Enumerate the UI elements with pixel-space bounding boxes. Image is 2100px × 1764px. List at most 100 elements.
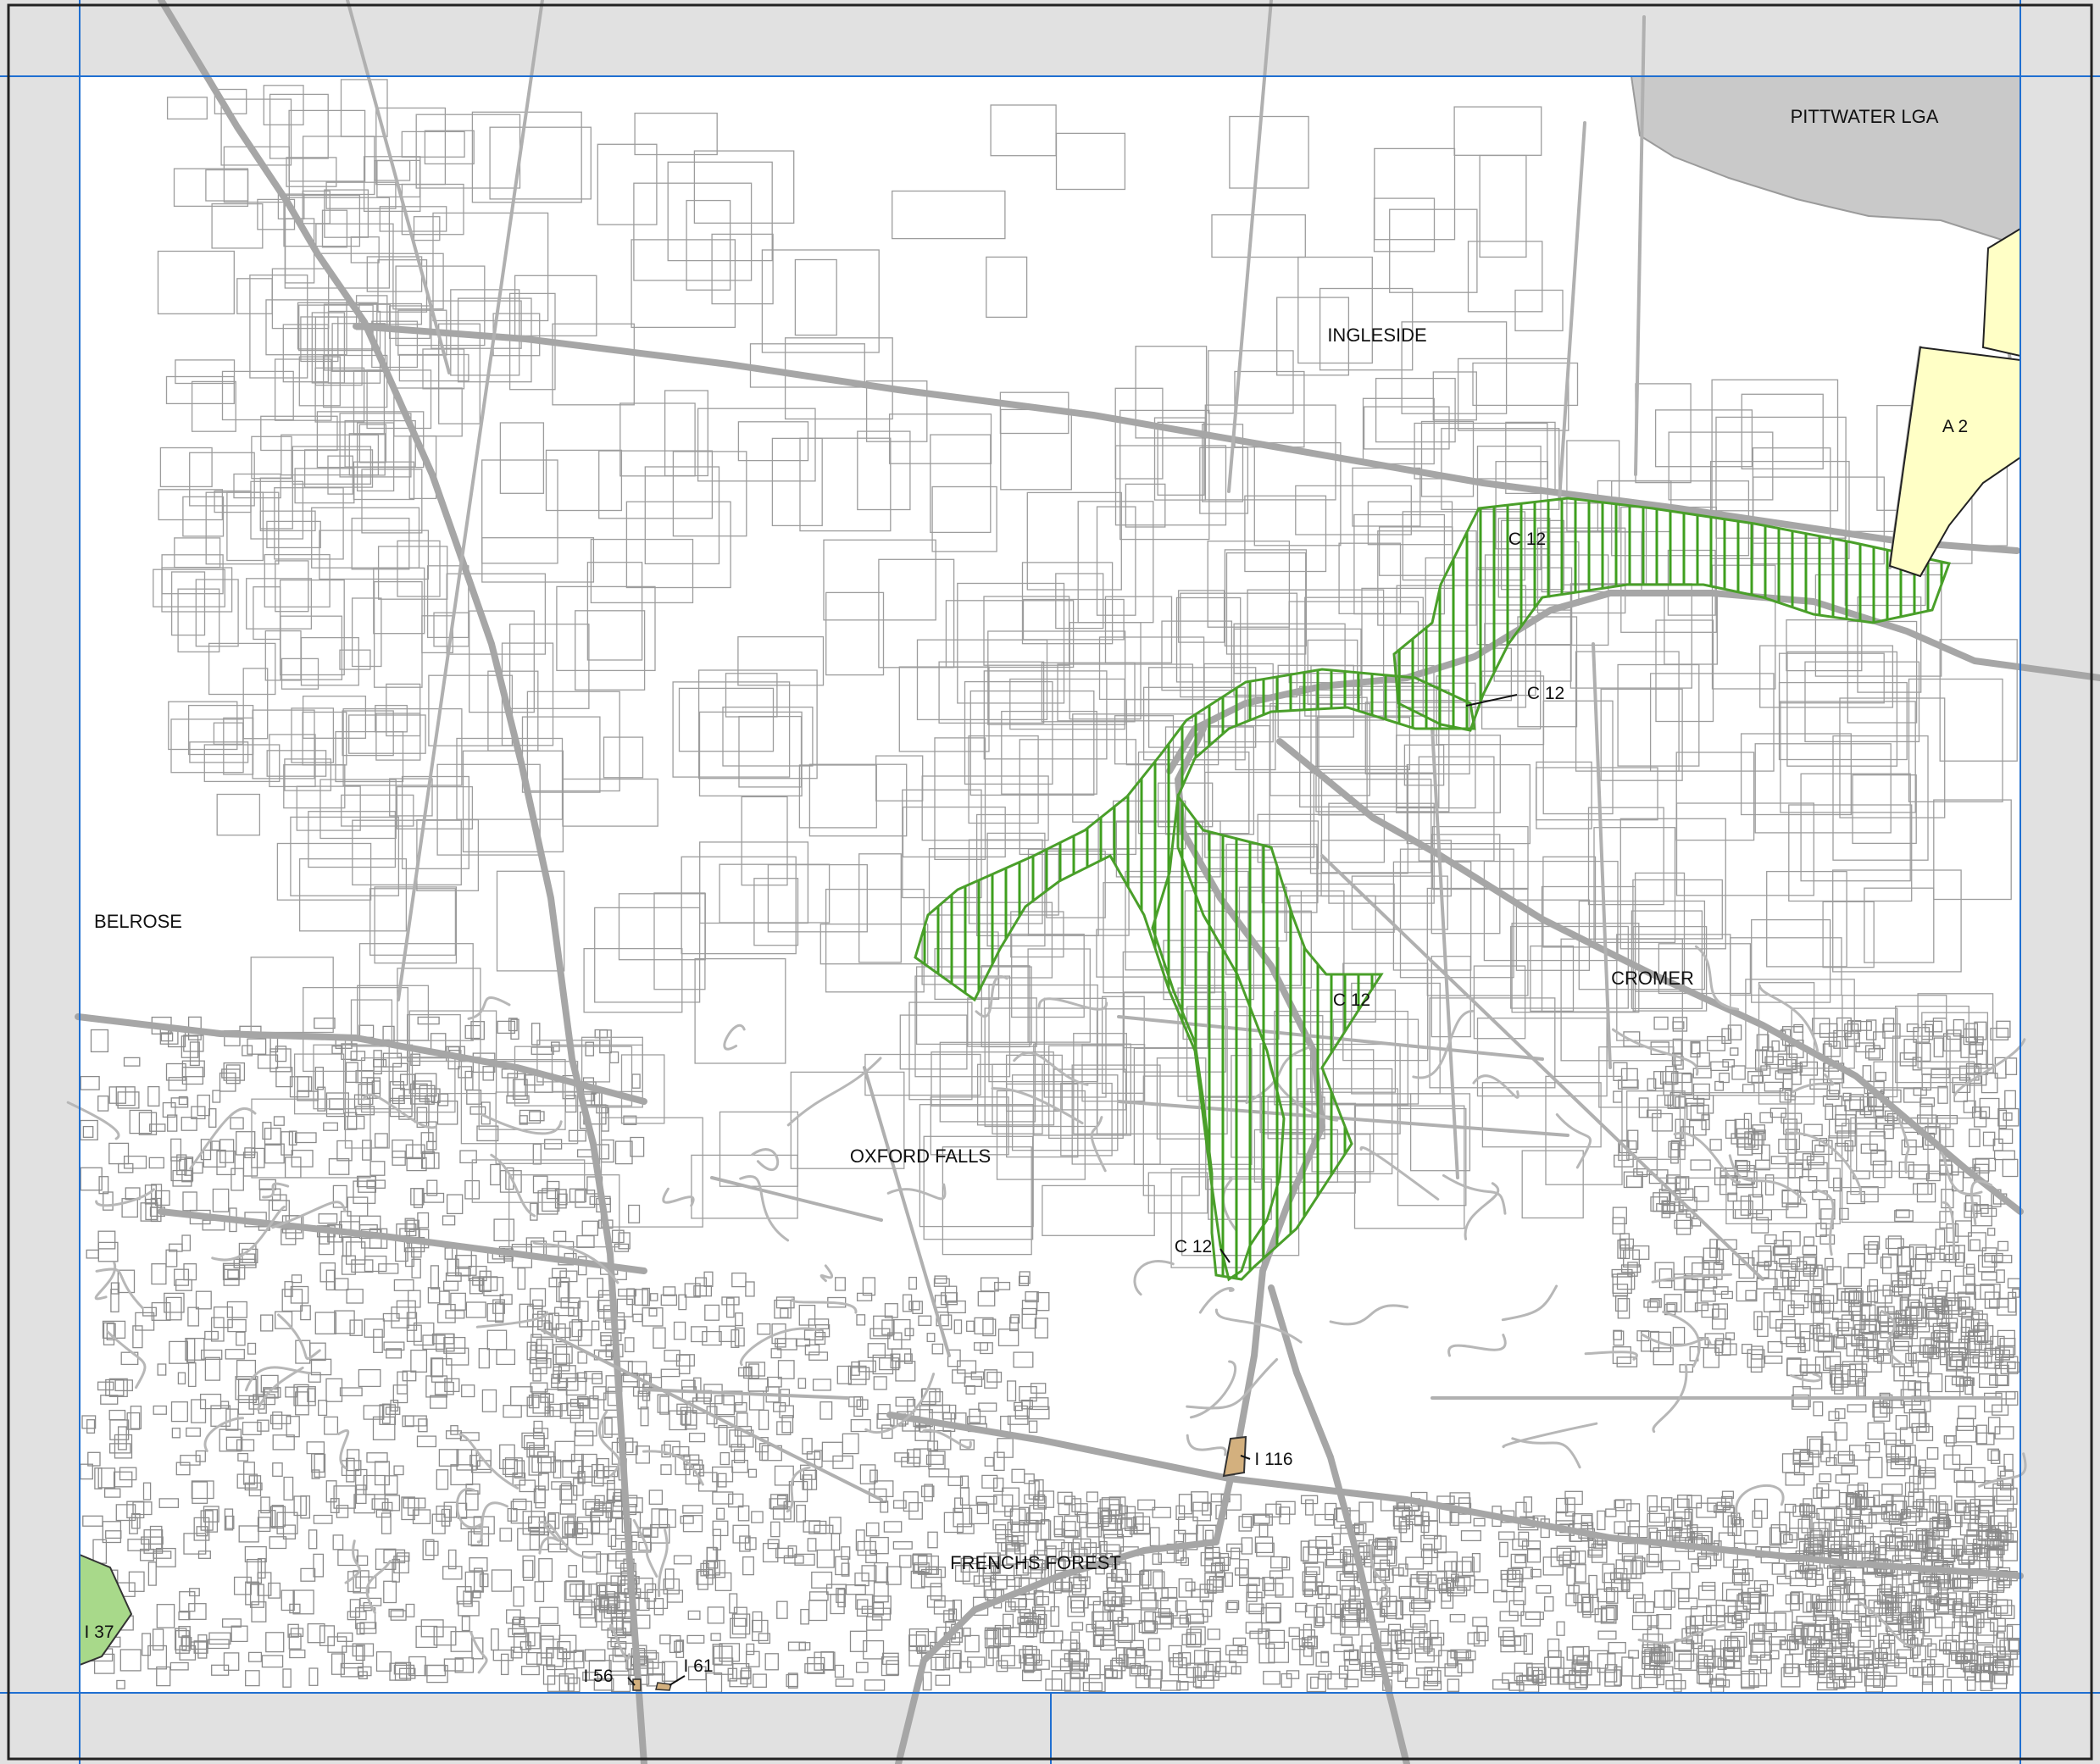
rural-parcel: [1655, 619, 1714, 723]
subdivision-lot: [204, 1509, 219, 1533]
subdivision-lot: [293, 1495, 307, 1517]
rural-parcel: [939, 1041, 1036, 1123]
subdivision-lot: [371, 1498, 389, 1510]
subdivision-lot: [238, 1242, 257, 1266]
residential-street: [1728, 1154, 1806, 1202]
subdivision-lot: [1307, 1635, 1319, 1650]
subdivision-lot: [199, 1393, 222, 1410]
subdivision-lot: [557, 1193, 568, 1206]
subdivision-lot: [1438, 1650, 1457, 1669]
rural-parcel: [1841, 1123, 1947, 1223]
subdivision-lot: [237, 1395, 255, 1415]
subdivision-lot: [686, 1634, 705, 1644]
subdivision-lot: [1242, 1513, 1253, 1528]
subdivision-lot: [140, 1202, 158, 1222]
rural-parcel: [908, 1001, 973, 1101]
subdivision-lot: [915, 1631, 936, 1652]
subdivision-lot: [1947, 1667, 1966, 1678]
i56-zone: [632, 1678, 642, 1691]
subdivision-lot: [1956, 1480, 1976, 1498]
rural-parcel: [388, 305, 431, 340]
subdivision-lot: [1912, 1607, 1925, 1629]
subdivision-lot: [871, 1595, 892, 1615]
subdivision-lot: [190, 1641, 208, 1650]
subdivision-lot: [1186, 1632, 1202, 1648]
rural-parcel: [265, 299, 347, 356]
subdivision-lot: [1813, 1401, 1824, 1417]
subdivision-lot: [1868, 1048, 1884, 1061]
rural-parcel: [322, 354, 388, 408]
subdivision-lot: [721, 1296, 740, 1306]
subdivision-lot: [1782, 1231, 1801, 1247]
subdivision-lot: [1894, 1210, 1914, 1223]
rural-parcel: [1199, 447, 1249, 514]
subdivision-lot: [245, 1670, 260, 1687]
subdivision-lot: [456, 1586, 472, 1605]
residential-street: [1940, 1151, 1983, 1195]
rural-parcel: [1505, 421, 1556, 495]
subdivision-lot: [547, 1675, 569, 1692]
subdivision-lot: [731, 1459, 748, 1473]
subdivision-lot: [1858, 1489, 1881, 1507]
subdivision-lot: [1981, 1271, 1997, 1281]
subdivision-lot: [1612, 1207, 1627, 1225]
subdivision-lot: [342, 1645, 364, 1669]
subdivision-lot: [1908, 1345, 1929, 1362]
subdivision-lot: [1903, 1401, 1925, 1414]
subdivision-lot: [924, 1484, 933, 1502]
rural-parcel: [406, 1013, 461, 1062]
subdivision-lot: [1734, 1118, 1750, 1138]
subdivision-lot: [373, 1329, 383, 1353]
subdivision-lot: [1806, 1156, 1825, 1166]
subdivision-lot: [1951, 1538, 1964, 1556]
rural-parcel: [1786, 651, 1898, 767]
rural-parcel: [1754, 743, 1892, 834]
residential-street: [475, 1311, 548, 1329]
residential-street: [538, 1523, 560, 1555]
subdivision-lot: [464, 1070, 474, 1091]
subdivision-lot: [1344, 1658, 1361, 1672]
subdivision-lot: [1908, 1380, 1922, 1391]
subdivision-lot: [425, 1095, 435, 1105]
rural-parcel: [1229, 115, 1309, 189]
subdivision-lot: [1981, 1207, 1997, 1218]
rural-parcel: [857, 430, 911, 511]
subdivision-lot: [383, 1549, 406, 1564]
subdivision-lot: [1979, 1373, 1998, 1389]
subdivision-lot: [1450, 1649, 1472, 1659]
subdivision-lot: [1143, 1661, 1163, 1680]
subdivision-lot: [1447, 1650, 1458, 1667]
subdivision-lot: [1882, 1023, 1901, 1039]
subdivision-lot: [1588, 1574, 1597, 1595]
subdivision-lot: [816, 1549, 835, 1568]
subdivision-lot: [505, 1167, 514, 1190]
residential-street: [1501, 1284, 1558, 1322]
subdivision-lot: [1700, 1290, 1716, 1302]
rural-parcel: [293, 1053, 345, 1115]
residential-street: [1640, 1333, 1712, 1347]
rural-parcel: [1481, 1082, 1602, 1148]
subdivision-lot: [119, 1467, 137, 1481]
subdivision-lot: [1843, 1267, 1863, 1287]
subdivision-lot: [236, 1131, 256, 1156]
subdivision-lot: [1719, 1639, 1741, 1661]
rural-parcel: [433, 612, 469, 647]
subdivision-lot: [347, 1196, 369, 1217]
subdivision-lot: [1936, 1579, 1949, 1591]
subdivision-lot: [1819, 1473, 1832, 1483]
subdivision-lot: [1876, 1354, 1892, 1364]
subdivision-lot: [1789, 1570, 1808, 1587]
i37-label: I 37: [84, 1623, 114, 1642]
subdivision-lot: [1781, 1300, 1795, 1317]
subdivision-lot: [1912, 1351, 1932, 1373]
rural-parcel: [1418, 756, 1495, 862]
subdivision-lot: [1703, 1276, 1718, 1289]
subdivision-lot: [945, 1650, 962, 1669]
subdivision-lot: [1900, 1621, 1914, 1641]
subdivision-lot: [1547, 1650, 1562, 1668]
rural-parcel: [428, 674, 514, 746]
subdivision-lot: [993, 1564, 1015, 1581]
subdivision-lot: [1159, 1680, 1181, 1691]
subdivision-lot: [1449, 1613, 1466, 1623]
